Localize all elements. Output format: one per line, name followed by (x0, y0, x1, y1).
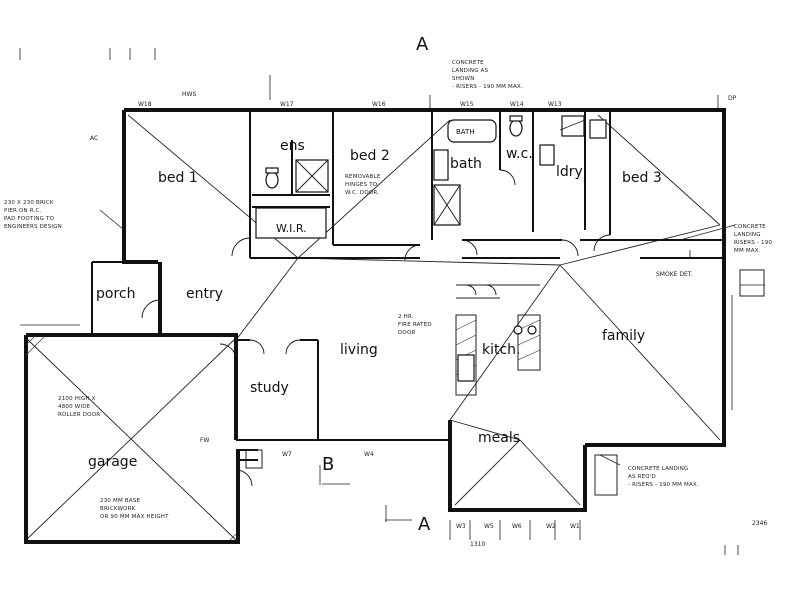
section-markers: A A B (322, 34, 431, 535)
svg-text:DOOR: DOOR (398, 330, 416, 336)
svg-text:SHOWN: SHOWN (452, 76, 475, 82)
walls (24, 108, 726, 544)
room-entry: entry (186, 286, 223, 302)
room-bed-3: bed 3 (622, 170, 662, 186)
room-family: family (602, 328, 645, 344)
room-wc: w.c. (506, 146, 533, 162)
svg-text:W3: W3 (456, 523, 466, 530)
room-diagonals (25, 114, 721, 541)
svg-text:AS REQ'D: AS REQ'D (628, 474, 656, 480)
svg-text:LANDING: LANDING (734, 232, 761, 238)
dimension-lines (19, 48, 765, 555)
svg-text:- RISERS - 190 MM MAX.: - RISERS - 190 MM MAX. (628, 482, 699, 488)
svg-text:FW: FW (200, 437, 209, 444)
sink-fixture (513, 325, 523, 335)
svg-text:2346: 2346 (752, 520, 767, 527)
window-tags: W18 HWS W17 W16 W15 W14 W13 DP AC W7 W4 … (90, 91, 767, 548)
room-bed-2: bed 2 (350, 148, 390, 164)
room-ldry: ldry (556, 164, 583, 180)
svg-text:REMOVABLE: REMOVABLE (345, 174, 381, 180)
svg-text:AC: AC (90, 135, 98, 142)
svg-text:RISERS - 190: RISERS - 190 (734, 240, 772, 246)
toilet-ens-fixture (265, 171, 279, 189)
room-kitch: kitch. (482, 342, 521, 358)
room-labels: bed 1 ens W.I.R. bed 2 bath w.c. ldry be… (88, 138, 662, 470)
oven-fixture (457, 354, 475, 382)
svg-text:LANDING AS: LANDING AS (452, 68, 489, 74)
svg-text:SMOKE DET.: SMOKE DET. (656, 271, 693, 278)
svg-text:2 HR.: 2 HR. (398, 314, 414, 320)
svg-text:MM MAX.: MM MAX. (734, 248, 761, 254)
svg-text:230 MM BASE: 230 MM BASE (100, 498, 141, 504)
svg-text:W15: W15 (460, 101, 474, 108)
laundry-tub-fixture (539, 144, 555, 166)
svg-text:CONCRETE: CONCRETE (452, 60, 484, 66)
svg-text:W16: W16 (372, 101, 386, 108)
vanity-bath-fixture (433, 149, 449, 181)
bathtub-label: BATH (456, 128, 475, 136)
svg-text:W17: W17 (280, 101, 294, 108)
svg-text:W13: W13 (548, 101, 562, 108)
room-study: study (250, 380, 289, 396)
svg-text:W18: W18 (138, 101, 152, 108)
svg-text:230 X 230 BRICK: 230 X 230 BRICK (4, 200, 54, 206)
svg-text:HINGES TO: HINGES TO (345, 182, 378, 188)
room-garage: garage (88, 454, 137, 470)
room-porch: porch (96, 286, 135, 302)
svg-text:CONCRETE LANDING: CONCRETE LANDING (628, 466, 689, 472)
svg-text:W6: W6 (512, 523, 522, 530)
svg-text:W.C. DOOR.: W.C. DOOR. (345, 190, 379, 196)
room-living: living (340, 342, 378, 358)
annotation-notes: CONCRETE LANDING AS SHOWN - RISERS - 190… (4, 60, 772, 520)
svg-text:W14: W14 (510, 101, 524, 108)
svg-text:PAD FOOTING TO: PAD FOOTING TO (4, 216, 55, 222)
room-wir: W.I.R. (276, 222, 307, 235)
svg-text:DP: DP (728, 95, 737, 102)
doors (141, 169, 611, 487)
wir-shelf (255, 207, 327, 239)
svg-text:PIER ON R.C.: PIER ON R.C. (4, 208, 42, 214)
svg-text:FIRE RATED: FIRE RATED (398, 322, 432, 328)
svg-text:2100 HIGH X: 2100 HIGH X (58, 396, 96, 402)
svg-text:HWS: HWS (182, 91, 196, 98)
bathtub-fixture (447, 119, 497, 143)
section-b: B (322, 454, 334, 475)
svg-text:W4: W4 (364, 451, 374, 458)
section-a-top: A (416, 34, 429, 55)
svg-text:1310: 1310 (470, 541, 485, 548)
svg-text:ROLLER DOOR: ROLLER DOOR (58, 412, 100, 418)
room-bath: bath (450, 156, 482, 172)
room-bed-1: bed 1 (158, 170, 198, 186)
svg-text:W5: W5 (484, 523, 494, 530)
svg-text:W7: W7 (282, 451, 292, 458)
fixtures: BATH (255, 115, 607, 382)
svg-text:4800 WIDE: 4800 WIDE (58, 404, 91, 410)
section-a-bottom: A (418, 514, 431, 535)
room-ens: ens (280, 138, 305, 154)
washer-fixture (561, 115, 585, 137)
svg-text:- RISERS - 190 MM MAX.: - RISERS - 190 MM MAX. (452, 84, 523, 90)
svg-text:BRICKWORK: BRICKWORK (100, 506, 136, 512)
svg-text:W2: W2 (546, 523, 556, 530)
svg-text:CONCRETE: CONCRETE (734, 224, 766, 230)
room-meals: meals (478, 430, 520, 446)
svg-text:W1: W1 (570, 523, 580, 530)
toilet-wc-fixture (509, 119, 523, 137)
cistern-wc (509, 115, 523, 122)
svg-text:OR 90 MM MAX HEIGHT: OR 90 MM MAX HEIGHT (100, 514, 169, 520)
svg-text:ENGINEERS DESIGN: ENGINEERS DESIGN (4, 224, 62, 230)
